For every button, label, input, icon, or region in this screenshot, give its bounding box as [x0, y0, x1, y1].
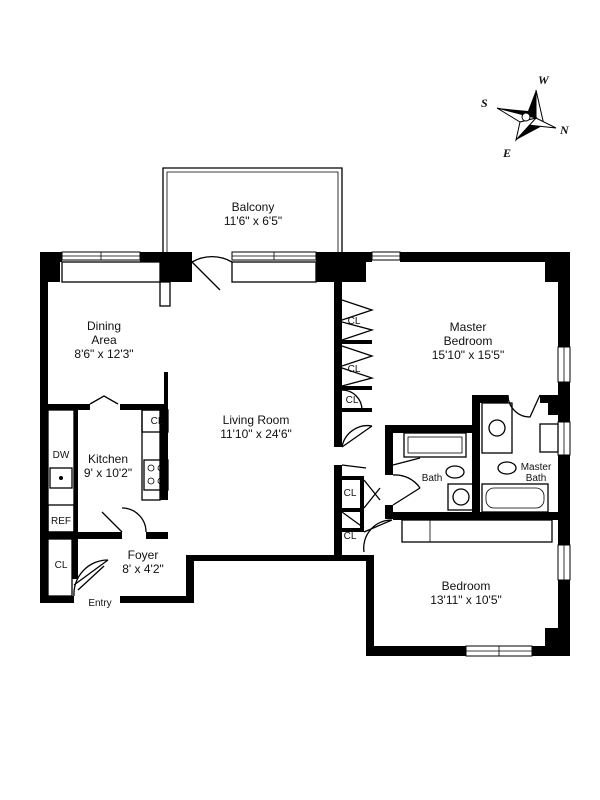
stove-icon: [143, 459, 169, 491]
dining-name-line2: Area: [91, 333, 117, 347]
master-bath-name-line2: Bath: [526, 473, 547, 484]
kitchen-counter: [47, 409, 75, 533]
door-swings: [73, 255, 541, 597]
bedroom-size: 13'11" x 10'5": [430, 593, 502, 607]
bedroom-name: Bedroom: [442, 579, 491, 593]
master-bedroom-name-line2: Bedroom: [444, 334, 493, 348]
kitchen-name: Kitchen: [88, 452, 128, 466]
master-bath-name-line1: Master: [521, 462, 552, 473]
compass-rose-icon: [496, 89, 557, 142]
closet-label-foyer: CL: [55, 560, 68, 571]
balcony-name: Balcony: [232, 200, 275, 214]
bedroom-closet-counter: [401, 519, 553, 543]
master-toilet-icon: [497, 461, 517, 475]
bathtub-icon: [481, 483, 549, 513]
master-bedroom-name-line1: Master: [450, 320, 487, 334]
compass-n-label: N: [559, 123, 570, 137]
foyer-size: 8' x 4'2": [122, 562, 164, 576]
dishwasher-label: DW: [53, 450, 70, 461]
living-name: Living Room: [223, 413, 290, 427]
kitchen-size: 9' x 10'2": [84, 466, 132, 480]
master-bedroom-size: 15'10" x 15'5": [432, 348, 505, 362]
toilet-icon: [445, 465, 465, 479]
compass-s-label: S: [481, 96, 488, 110]
bath-sink-icon: [447, 483, 475, 511]
closet-label-4: CL: [344, 488, 357, 499]
master-sink-icon: [488, 419, 506, 437]
dining-name-line1: Dining: [87, 319, 121, 333]
entry-label: Entry: [88, 598, 111, 609]
bath-name: Bath: [422, 473, 443, 484]
closet-label-1: CL: [348, 316, 361, 327]
shower-icon: [403, 432, 467, 458]
compass-w-label: W: [538, 73, 550, 87]
closet-label-2: CL: [348, 364, 361, 375]
dining-size: 8'6" x 12'3": [74, 347, 133, 361]
balcony-railing: [162, 167, 343, 252]
foyer-name: Foyer: [128, 548, 159, 562]
exterior-walls: [40, 252, 570, 656]
living-size: 11'10" x 24'6": [220, 427, 292, 441]
balcony-size: 11'6" x 6'5": [224, 214, 282, 228]
refrigerator-label: REF: [51, 516, 71, 527]
closet-label-5: CL: [344, 531, 357, 542]
kitchen-sink-icon: [49, 467, 73, 489]
master-bath-vanity: [481, 402, 513, 454]
closet-label-3: CL: [346, 395, 359, 406]
closet-label-kitchen: CL: [151, 416, 164, 427]
compass-e-label: E: [502, 146, 511, 160]
interior-walls: [40, 282, 566, 579]
